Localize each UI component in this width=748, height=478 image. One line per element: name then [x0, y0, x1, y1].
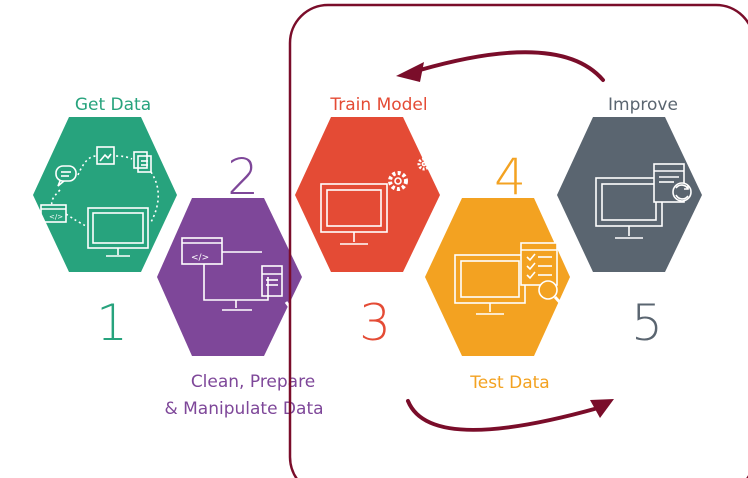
step-number-2: 2 — [227, 148, 259, 206]
step-label-1: Get Data — [75, 95, 151, 115]
loop-arrow-bottom — [406, 399, 614, 432]
step-number-5: 5 — [631, 294, 663, 352]
step-label-5: Improve — [608, 95, 678, 115]
monitor-with-refresh-icon — [595, 163, 692, 239]
step-label-4: Test Data — [469, 373, 549, 393]
monitor-with-data-sources-icon — [40, 146, 160, 257]
code-tag-glyph: </> — [191, 253, 209, 263]
code-tag-glyph: </> — [49, 213, 63, 221]
step-number-4: 4 — [494, 148, 526, 206]
hexagon-step-3 — [295, 117, 440, 272]
step-number-1: 1 — [96, 294, 128, 352]
step-label-3: Train Model — [329, 95, 427, 115]
monitor-with-checklist-icon — [454, 242, 567, 315]
step-label-2-line-2: & Manipulate Data — [164, 399, 323, 419]
monitor-with-code-window-icon — [181, 237, 300, 319]
step-number-3: 3 — [359, 294, 391, 352]
hexagon-step-2 — [157, 198, 302, 356]
iteration-loop-frame — [288, 3, 748, 478]
hexagon-step-4 — [425, 198, 570, 356]
monitor-with-gears-icon — [320, 157, 431, 245]
hexagon-step-5 — [557, 117, 702, 272]
loop-arrow-top — [396, 50, 605, 82]
step-label-2-line-1: Clean, Prepare — [191, 372, 315, 392]
